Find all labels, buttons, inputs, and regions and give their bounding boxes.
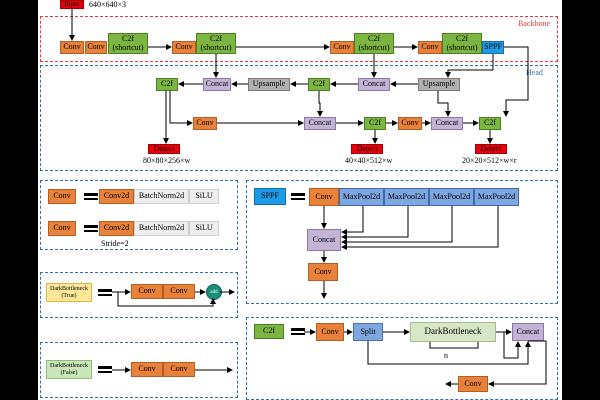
equals-icon	[98, 289, 112, 296]
equals-icon	[84, 193, 98, 200]
bb-conv-2: Conv	[85, 41, 107, 54]
detect-2: Detect	[351, 144, 383, 154]
head-concat-1: Concat	[203, 78, 231, 91]
output-p3: 80×80×256×w	[143, 156, 191, 165]
head-upsample-2: Upsample	[418, 78, 460, 91]
batchnorm-1: BatchNorm2d	[134, 189, 189, 204]
equals-icon	[84, 225, 98, 232]
bb-c2f-3: C2f (shortcut)	[354, 33, 394, 54]
bb-conv-4: Conv	[330, 41, 354, 54]
head-conv-1: Conv	[193, 117, 217, 130]
equals-icon	[98, 366, 112, 373]
bb-c2f-1: C2f (shortcut)	[108, 33, 148, 54]
conv2d-1: Conv2d	[99, 189, 134, 204]
head-c2f-1: C2f	[156, 78, 178, 91]
head-concat-3: Concat	[304, 117, 336, 130]
c2f-conv-1: Conv	[316, 323, 344, 341]
bb-conv-5: Conv	[418, 41, 442, 54]
equals-icon	[291, 193, 305, 200]
sppf-def: SPPF	[254, 188, 286, 205]
conv-def-2: Conv	[48, 221, 76, 236]
db-false-conv-1: Conv	[131, 362, 163, 377]
head-concat-4: Concat	[431, 117, 463, 130]
equals-icon	[291, 328, 305, 335]
detect-1: Detect	[148, 144, 180, 154]
bb-conv-3: Conv	[172, 41, 196, 54]
input-size: 640×640×3	[89, 0, 127, 9]
architecture-diagram: Input 640×640×3 Backbone Conv Conv C2f (…	[38, 0, 562, 400]
maxpool-3: MaxPool2d	[429, 188, 474, 206]
sppf-panel	[246, 180, 558, 304]
db-false-label: DarkBottleneck (False)	[46, 360, 92, 379]
connector-lines	[69, 9, 547, 387]
c2f-def: C2f	[254, 324, 284, 339]
head-c2f-2: C2f	[308, 78, 330, 91]
bb-c2f-4: C2f (shortcut)	[442, 33, 482, 54]
db-true-conv-2: Conv	[163, 284, 195, 299]
conv2d-2: Conv2d	[99, 221, 134, 236]
backbone-panel	[40, 16, 558, 62]
bb-c2f-2: C2f (shortcut)	[196, 33, 236, 54]
db-false-panel	[40, 342, 238, 398]
batchnorm-2: BatchNorm2d	[134, 221, 189, 236]
sppf-concat: Concat	[307, 229, 341, 251]
maxpool-1: MaxPool2d	[339, 188, 384, 206]
stride-label: Stride=2	[101, 239, 129, 248]
backbone-title: Backbone	[518, 19, 550, 28]
c2f-split: Split	[353, 323, 383, 341]
db-true-conv-1: Conv	[131, 284, 163, 299]
c2f-darkbottleneck: DarkBottleneck	[410, 322, 496, 342]
silu-2: SiLU	[189, 221, 219, 236]
bb-conv-1: Conv	[60, 41, 84, 54]
conv-def-1: Conv	[48, 189, 76, 204]
maxpool-2: MaxPool2d	[384, 188, 429, 206]
sppf-conv-1: Conv	[309, 188, 339, 206]
output-p4: 40×40×512×w	[345, 156, 393, 165]
head-c2f-4: C2f	[479, 117, 501, 130]
db-true-label: DarkBottleneck (True)	[46, 283, 92, 302]
head-concat-2: Concat	[358, 78, 390, 91]
bb-sppf: SPPF	[482, 41, 504, 54]
output-p5: 20×20×512×w×r	[462, 156, 517, 165]
db-false-conv-2: Conv	[163, 362, 195, 377]
detect-3: Detect	[475, 144, 507, 154]
head-title: Head	[526, 68, 543, 77]
conv-def-panel	[40, 180, 238, 250]
head-panel	[40, 65, 558, 171]
sppf-conv-2: Conv	[308, 263, 338, 281]
maxpool-4: MaxPool2d	[474, 188, 519, 206]
input-box: Input	[60, 0, 84, 9]
head-upsample-1: Upsample	[248, 78, 290, 91]
db-true-panel	[40, 272, 238, 318]
repeat-n-label: n	[444, 351, 448, 360]
head-c2f-3: C2f	[364, 117, 386, 130]
c2f-conv-2: Conv	[458, 376, 488, 392]
c2f-concat: Concat	[512, 323, 544, 341]
silu-1: SiLU	[189, 189, 219, 204]
head-conv-2: Conv	[398, 117, 422, 130]
